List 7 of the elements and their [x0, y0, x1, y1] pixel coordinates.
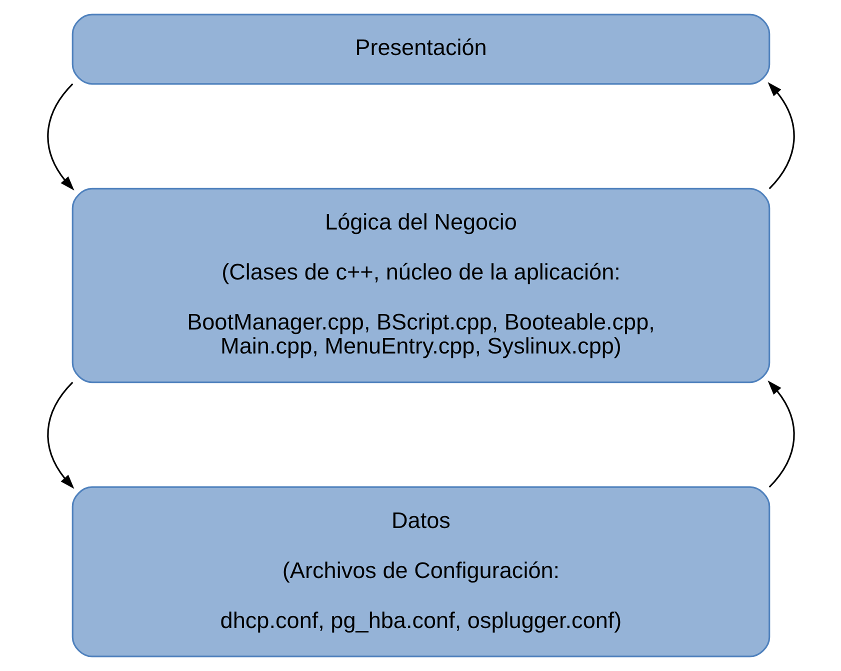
- arrow: [767, 380, 794, 488]
- arrow: [46, 382, 74, 489]
- arrow: [767, 82, 794, 190]
- node-box: Datos (Archivos de Configuración: dhcp.conf, pg_hba.conf, osplugger.conf): [71, 486, 770, 658]
- node-box: Lógica del Negocio (Clases de c++, núcleo de la aplicación: BootManager.cpp, BScript.cpp, Booteable.cpp, Main.cpp, MenuEntry.cpp, Syslinux.cpp): [71, 188, 770, 384]
- node-box: Presentación: [71, 14, 770, 85]
- arrow: [46, 83, 74, 191]
